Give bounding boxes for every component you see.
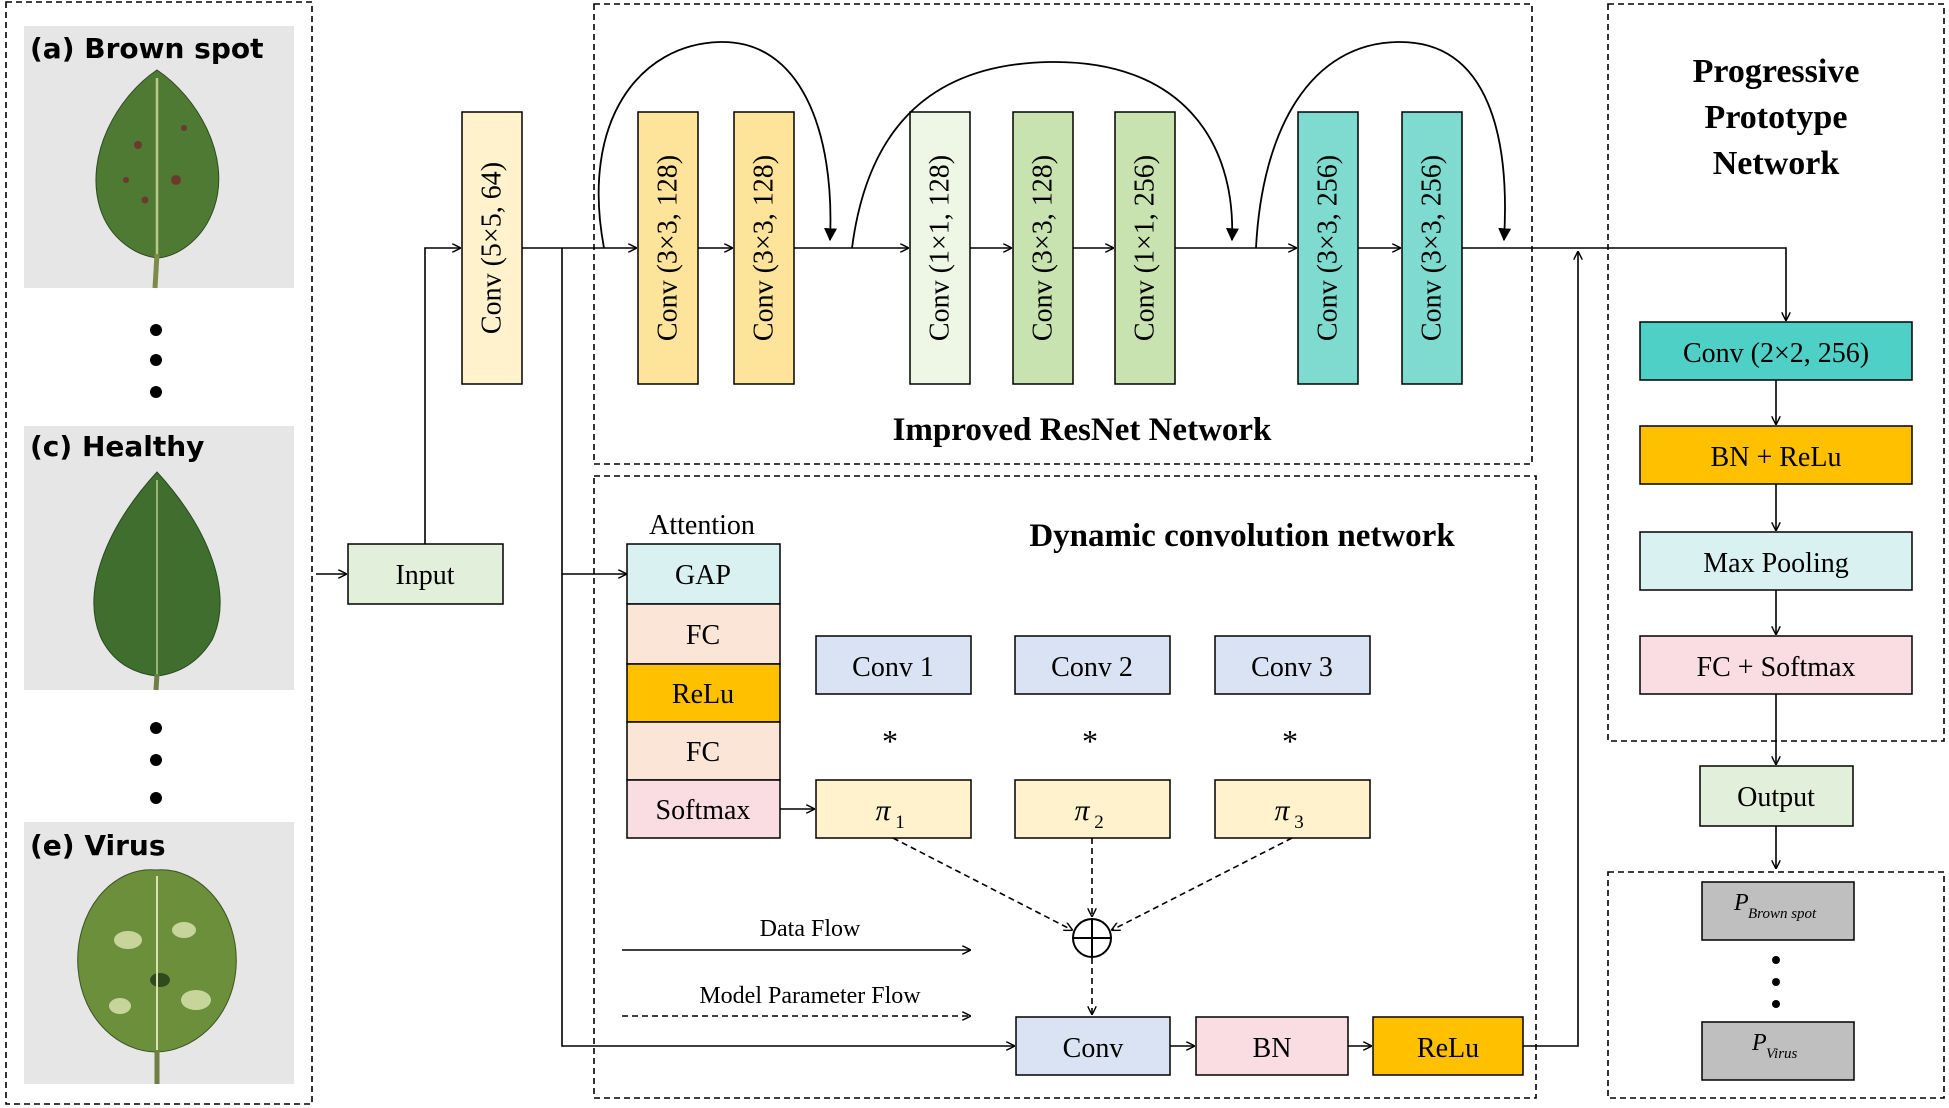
skip-connections [597,41,1512,249]
pi-subscript-1: 1 [895,812,905,833]
kernel-box-1 [815,635,972,695]
first-conv-label: Conv (5×5, 64) [477,162,508,334]
resnet-block-1: Conv (3×3, 128) [637,111,699,385]
dynamic-relu-label: ReLu [1417,1033,1479,1064]
resnet-block-3: Conv (1×1, 128) [909,111,971,385]
resnet-block-2: Conv (3×3, 128) [733,111,795,385]
leaf-sample-brown-spot: (a) Brown spot [24,26,294,289]
legend-data-flow-label: Data Flow [760,916,861,942]
prototype-bn-relu-box [1639,425,1913,485]
attention-gap-label: GAP [675,560,731,591]
resnet-block-7: Conv (3×3, 256) [1401,111,1463,385]
pi-label-1: π [875,794,891,827]
prototype-title-line-3: Network [1713,145,1840,182]
multiply-star-1: * [882,723,898,759]
dynamic-conv-label: Conv [1063,1033,1124,1064]
kernel-box-3 [1214,635,1371,695]
leaf-label: (a) Brown spot [30,32,264,65]
dynamic-relu-box [1372,1016,1524,1076]
prototype-conv-box [1639,321,1913,381]
dynamic-conv-box [1015,1016,1171,1076]
attention-stack: GAP FC ReLu FC Softmax [626,543,781,839]
pi-label-2: π [1074,794,1090,827]
leaf-panel [5,1,313,1105]
kernel-label-2: Conv 2 [1051,652,1133,683]
probability-subscript-virus: Virus [1766,1046,1798,1062]
leaf-sample-virus: (e) Virus [24,822,294,1084]
prototype-title-line-1: Progressive [1693,53,1860,90]
parameter-flow-arrows [892,837,1293,1014]
attention-fc-box-1 [626,603,781,665]
attention-fc-label-1: FC [686,620,720,651]
resnet-block-label: Conv (3×3, 128) [749,155,780,341]
ellipsis-dots-2 [150,722,162,804]
kernel-label-3: Conv 3 [1251,652,1333,683]
prototype-maxpool-label: Max Pooling [1703,548,1848,579]
ellipsis-dots-3 [1772,956,1780,1008]
pi-subscript-3: 3 [1294,812,1304,833]
pi-box-3 [1214,779,1371,839]
dynamic-panel [593,475,1537,1099]
prototype-maxpool-box [1639,531,1913,591]
probability-label-brown-spot: P [1733,890,1749,916]
leaf-label: (c) Healthy [30,430,204,463]
resnet-block-label: Conv (1×1, 128) [925,155,956,341]
resnet-block-label: Conv (1×1, 256) [1130,155,1161,341]
resnet-block-label: Conv (3×3, 128) [1028,155,1059,341]
input-box [347,543,504,605]
leaf-sample-healthy: (c) Healthy [24,426,294,691]
prototype-bn-relu-label: BN + ReLu [1711,442,1842,473]
resnet-block-label: Conv (3×3, 256) [1417,155,1448,341]
probability-subscript-brown-spot: Brown spot [1748,906,1817,922]
kernel-label-1: Conv 1 [852,652,934,683]
dynamic-bn-label: BN [1253,1033,1292,1064]
attention-relu-label: ReLu [672,679,734,710]
multiply-star-3: * [1282,723,1298,759]
pi-box-1 [815,779,972,839]
attention-gap-box [626,543,781,605]
input-routing-arrows [316,248,1014,1046]
pi-subscript-2: 2 [1094,812,1104,833]
prototype-title-line-2: Prototype [1705,99,1848,136]
pi-box-2 [1014,779,1171,839]
attention-softmax-label: Softmax [656,795,751,826]
probability-panel [1607,871,1945,1099]
resnet-panel [593,3,1533,465]
resnet-flow-arrows [522,248,1786,320]
flow-legend: Data Flow Model Parameter Flow [622,916,970,1016]
leaf-label: (e) Virus [30,829,166,862]
attention-softmax-box [626,779,781,839]
multiply-star-2: * [1082,723,1098,759]
dynamic-output-arrows [1170,252,1578,1046]
prototype-fc-softmax-box [1639,635,1913,695]
sum-node [1072,918,1112,958]
prototype-conv-label: Conv (2×2, 256) [1683,338,1869,369]
pi-label-3: π [1274,794,1290,827]
probability-box-virus [1701,1021,1855,1081]
resnet-block-label: Conv (3×3, 128) [653,155,684,341]
resnet-title: Improved ResNet Network [893,412,1272,448]
attention-title: Attention [649,510,755,541]
probability-label-virus: P [1751,1030,1767,1056]
dynamic-title: Dynamic convolution network [1029,518,1455,554]
kernel-box-2 [1014,635,1171,695]
attention-fc-box-2 [626,721,781,781]
legend-param-flow-label: Model Parameter Flow [699,983,921,1009]
resnet-block-6: Conv (3×3, 256) [1297,111,1359,385]
dynamic-bn-box [1195,1016,1349,1076]
resnet-block-4: Conv (3×3, 128) [1012,111,1074,385]
probability-box-brown-spot [1701,881,1855,941]
output-label: Output [1737,782,1815,813]
attention-fc-label-2: FC [686,737,720,768]
ellipsis-dots-1 [150,324,162,398]
input-label: Input [395,560,454,591]
prototype-fc-softmax-label: FC + Softmax [1697,652,1856,683]
resnet-block-label: Conv (3×3, 256) [1313,155,1344,341]
output-box [1699,765,1854,827]
resnet-block-5: Conv (1×1, 256) [1114,111,1176,385]
